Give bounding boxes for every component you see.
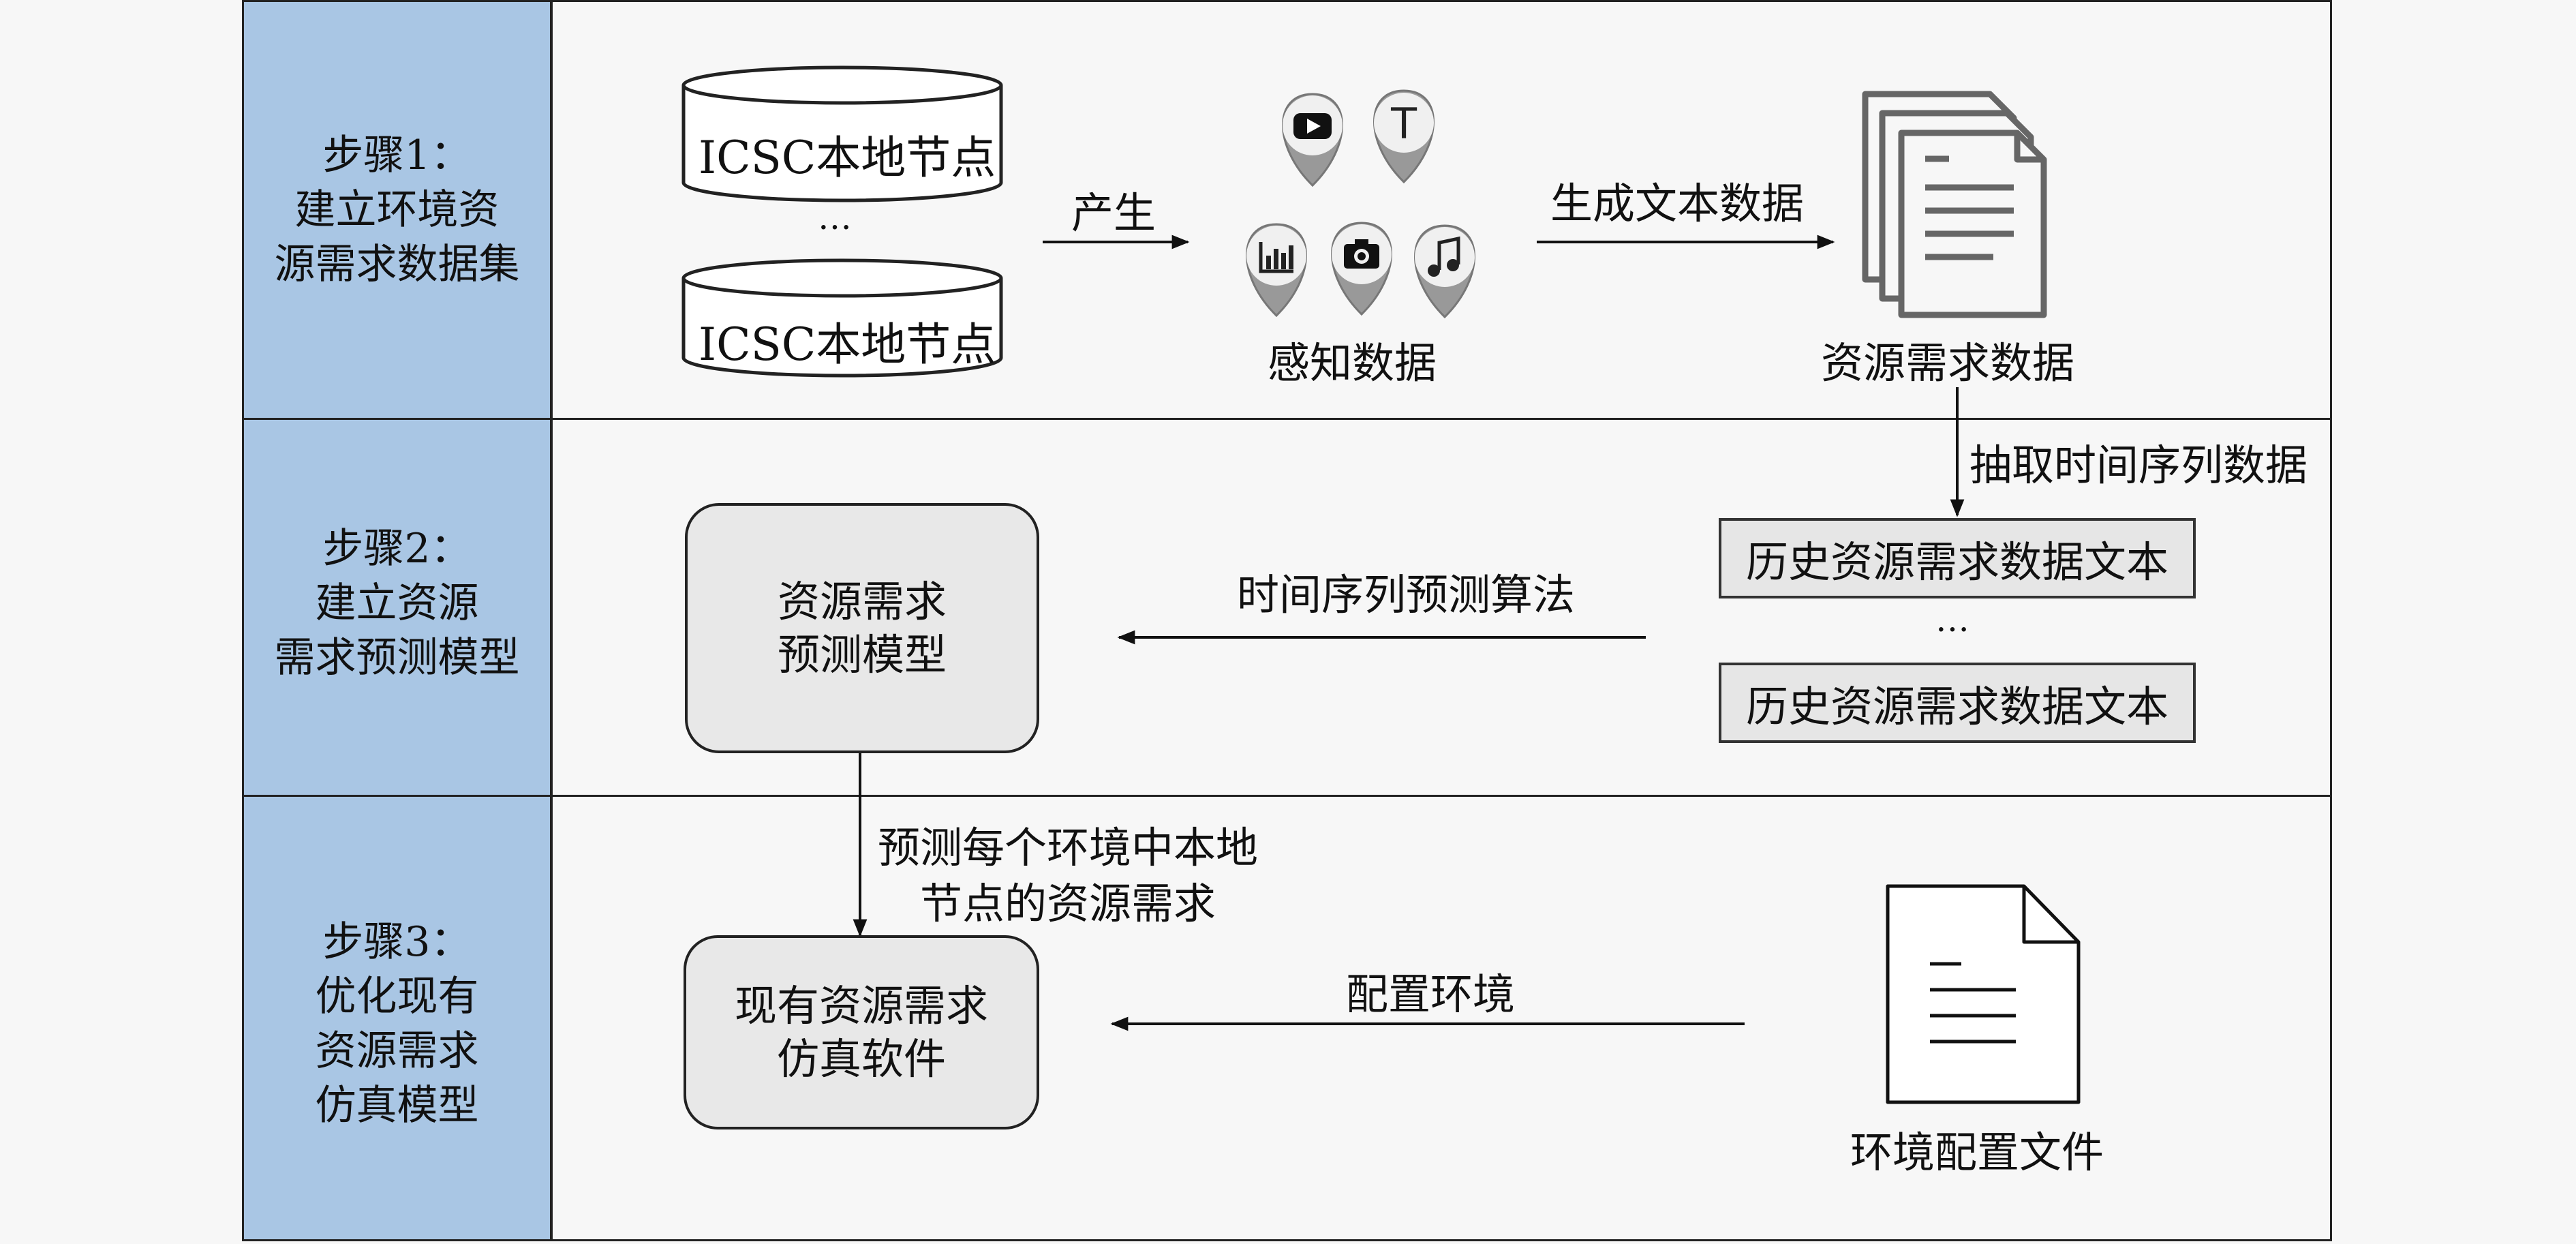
- history-box-2: 历史资源需求数据文本: [1719, 663, 2196, 743]
- produce-label: 产生: [1071, 188, 1156, 238]
- step1-line: 源需求数据集: [274, 241, 520, 288]
- row-divider-1: [242, 418, 2332, 420]
- step3-text: 步骤3： 优化现有 资源需求 仿真模型: [242, 915, 552, 1133]
- history-box-1: 历史资源需求数据文本: [1719, 518, 2196, 598]
- step2-line: 步骤2：: [322, 525, 472, 573]
- simulation-software-box: 现有资源需求 仿真软件: [684, 935, 1039, 1129]
- node-ellipsis: …: [818, 198, 852, 237]
- step2-line: 需求预测模型: [274, 634, 520, 682]
- config-file-label: 环境配置文件: [1850, 1127, 2104, 1177]
- prediction-model-line: 资源需求: [777, 576, 947, 626]
- step1-line: 建立环境资: [294, 186, 500, 234]
- step1-line: 步骤1：: [322, 132, 472, 179]
- sensing-data-label: 感知数据: [1268, 338, 1437, 388]
- extract-label: 抽取时间序列数据: [1969, 440, 2308, 490]
- predict-label-line1: 预测每个环境中本地: [878, 823, 1259, 873]
- step3-line: 优化现有: [315, 973, 479, 1020]
- step3-line: 步骤3：: [322, 918, 472, 966]
- step1-text: 步骤1： 建立环境资 源需求数据集: [242, 128, 552, 292]
- config-env-label: 配置环境: [1346, 969, 1516, 1019]
- history-box-1-label: 历史资源需求数据文本: [1745, 537, 2168, 587]
- simulation-line: 仿真软件: [776, 1033, 946, 1084]
- generate-text-label: 生成文本数据: [1550, 179, 1805, 228]
- step3-line: 仿真模型: [315, 1082, 479, 1129]
- column-divider: [551, 0, 553, 1241]
- step2-text: 步骤2： 建立资源 需求预测模型: [242, 521, 552, 685]
- history-box-2-label: 历史资源需求数据文本: [1745, 682, 2168, 731]
- prediction-model-box: 资源需求 预测模型: [685, 503, 1039, 753]
- predict-label-line2: 节点的资源需求: [920, 879, 1216, 928]
- step2-line: 建立资源: [315, 579, 479, 627]
- row-divider-2: [242, 795, 2332, 797]
- history-ellipsis: …: [1935, 600, 1969, 639]
- step3-line: 资源需求: [315, 1027, 479, 1075]
- node-bottom-label: ICSC本地节点: [699, 318, 996, 371]
- algo-label: 时间序列预测算法: [1237, 570, 1576, 620]
- prediction-model-line: 预测模型: [777, 629, 947, 680]
- step1-panel: [242, 0, 552, 420]
- step3-panel: [242, 795, 552, 1241]
- resource-data-label: 资源需求数据: [1821, 338, 2075, 388]
- node-top-label: ICSC本地节点: [699, 132, 996, 184]
- simulation-line: 现有资源需求: [734, 980, 988, 1031]
